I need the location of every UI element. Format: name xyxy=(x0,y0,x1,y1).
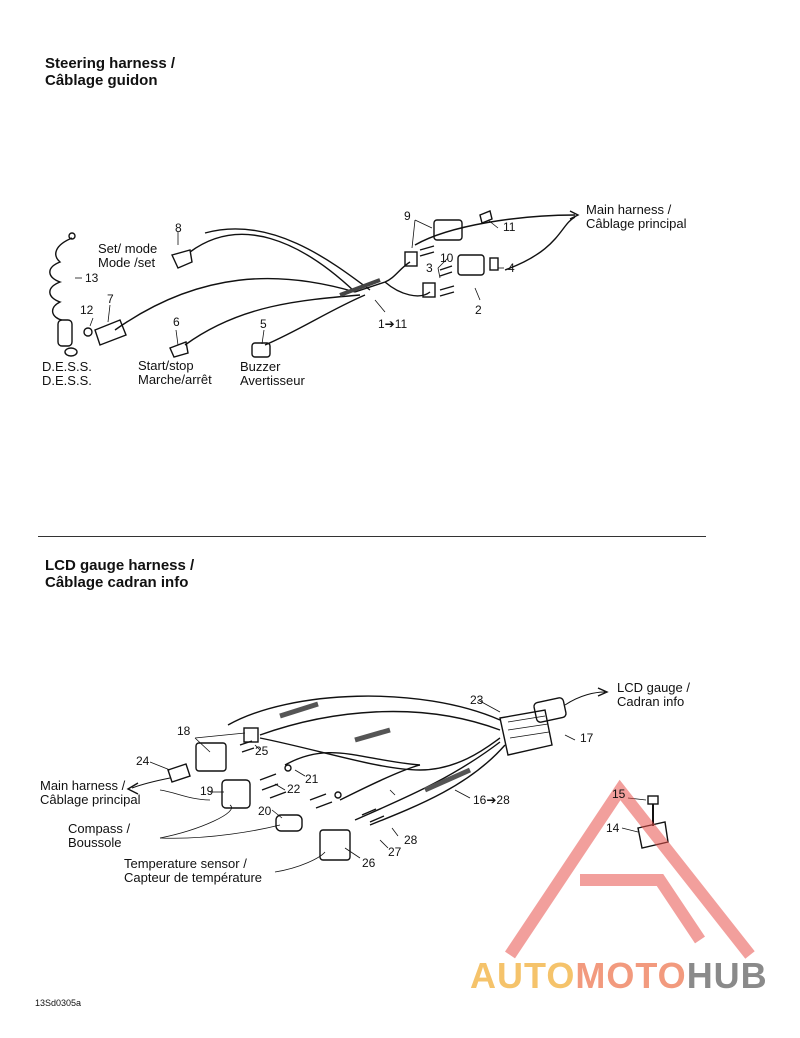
callout-20: 20 xyxy=(258,804,272,818)
callout-15: 15 xyxy=(612,787,626,801)
callout-7: 7 xyxy=(107,292,114,306)
callout-19: 19 xyxy=(200,784,214,798)
label-main-harness-1-line2: Câblage principal xyxy=(586,216,687,231)
label-set-mode-line1: Set/ mode xyxy=(98,241,158,256)
wire-trunk-lower xyxy=(384,281,431,297)
watermark-part2: MOTO xyxy=(575,955,687,996)
wire-dess xyxy=(114,277,356,331)
section2-title-line1: LCD gauge harness / xyxy=(45,557,195,574)
label-set-mode: Set/ mode Mode /set xyxy=(98,242,157,270)
label-lcd-gauge-line1: LCD gauge / xyxy=(617,680,690,695)
callout-9: 9 xyxy=(404,209,411,223)
label-main-harness-2-line1: Main harness / xyxy=(40,778,126,793)
label-buzzer: Buzzer Avertisseur xyxy=(240,360,305,388)
callout-17: 17 xyxy=(580,731,594,745)
label-set-mode-line2: Mode /set xyxy=(98,255,156,270)
label-lcd-gauge: LCD gauge / Cadran info xyxy=(617,681,690,709)
callout-10: 10 xyxy=(440,251,454,265)
watermark-logo xyxy=(505,779,755,959)
wire-start-stop xyxy=(184,294,361,346)
label-compass-line1: Compass / xyxy=(68,821,131,836)
section1-title: Steering harness / Câblage guidon xyxy=(45,55,175,89)
section-divider xyxy=(38,536,706,537)
callout-13: 13 xyxy=(85,271,99,285)
label-start-stop-line2: Marche/arrêt xyxy=(138,372,212,387)
callout-25: 25 xyxy=(255,744,269,758)
watermark-part3: HUB xyxy=(686,955,768,996)
callout-12: 12 xyxy=(80,303,94,317)
callout-27: 27 xyxy=(388,845,402,859)
label-main-harness-2-line2: Câblage principal xyxy=(40,792,141,807)
callout-28: 28 xyxy=(404,833,418,847)
label-buzzer-line1: Buzzer xyxy=(240,359,281,374)
label-temp-sensor: Temperature sensor / Capteur de températ… xyxy=(124,857,262,885)
wire-set-mode-2 xyxy=(204,228,371,291)
label-dess-line1: D.E.S.S. xyxy=(42,359,92,374)
label-start-stop: Start/stop Marche/arrêt xyxy=(138,359,212,387)
wire-set-mode xyxy=(189,233,356,293)
callout-6: 6 xyxy=(173,315,180,329)
callout-1-11: 1➔11 xyxy=(378,317,408,331)
watermark-part1: AUTO xyxy=(470,955,576,996)
callout-24: 24 xyxy=(136,754,150,768)
callout-14: 14 xyxy=(606,821,620,835)
label-temp-sensor-line1: Temperature sensor / xyxy=(124,856,247,871)
callout-16-28: 16➔28 xyxy=(473,793,510,807)
callout-22: 22 xyxy=(287,782,301,796)
callout-11: 11 xyxy=(503,220,516,234)
label-main-harness-2: Main harness / Câblage principal xyxy=(40,779,140,807)
wire-buzzer xyxy=(264,294,366,346)
section1-title-line2: Câblage guidon xyxy=(45,72,158,89)
label-temp-sensor-line2: Capteur de température xyxy=(124,870,263,885)
callout-3: 3 xyxy=(426,261,433,275)
figure-code: 13Sd0305a xyxy=(35,998,82,1008)
callout-21: 21 xyxy=(305,772,319,786)
label-dess-line2: D.E.S.S. xyxy=(42,373,92,388)
label-main-harness-1: Main harness / Câblage principal xyxy=(586,203,686,231)
label-dess: D.E.S.S. D.E.S.S. xyxy=(42,360,92,388)
callout-5: 5 xyxy=(260,317,267,331)
callout-8: 8 xyxy=(175,221,182,235)
section2-title-line2: Câblage cadran info xyxy=(45,574,189,591)
label-buzzer-line2: Avertisseur xyxy=(240,373,305,388)
section1-title-line1: Steering harness / xyxy=(45,55,176,72)
callout-2: 2 xyxy=(475,303,482,317)
section2-title: LCD gauge harness / Câblage cadran info xyxy=(45,557,194,591)
label-compass-line2: Boussole xyxy=(68,835,122,850)
callout-26: 26 xyxy=(362,856,376,870)
wire-lcd-upper xyxy=(227,695,501,726)
wire-main-harness xyxy=(414,214,576,246)
wire-main-harness-2 xyxy=(504,216,576,271)
label-lcd-gauge-line2: Cadran info xyxy=(617,694,685,709)
callout-23: 23 xyxy=(470,693,484,707)
label-compass: Compass / Boussole xyxy=(68,822,130,850)
callout-4: 4 xyxy=(508,261,515,275)
label-main-harness-1-line1: Main harness / xyxy=(586,202,672,217)
watermark-text: AUTOMOTOHUB xyxy=(470,955,768,997)
label-start-stop-line1: Start/stop xyxy=(138,358,194,373)
callout-18: 18 xyxy=(177,724,191,738)
